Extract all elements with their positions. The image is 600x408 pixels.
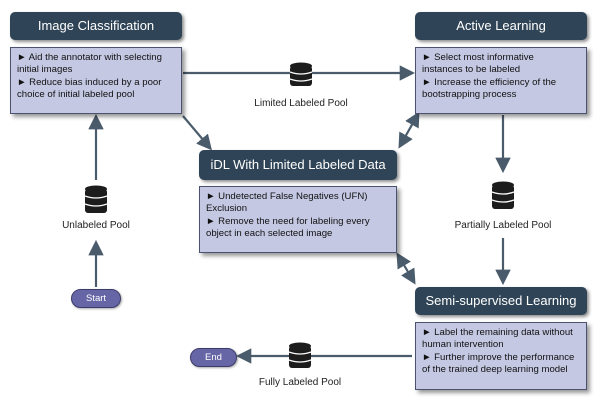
database-icon [288,342,312,368]
image-classification-card: Image Classification ► Aid the annotator… [10,12,182,114]
card-body: ► Label the remaining data without human… [415,322,587,390]
body-line: ► Further improve the performance [422,351,575,363]
active-learning-card: Active Learning ► Select most informativ… [415,12,587,114]
unlabeled-pool-label: Unlabeled Pool [62,220,130,231]
body-line: object in each selected image [206,228,333,240]
arrow-al-idl [398,111,420,149]
body-line: of the trained deep learning model [422,364,568,376]
card-title: iDL With Limited Labeled Data [199,150,397,180]
end-button[interactable]: End [190,348,237,367]
body-line: initial images [17,64,73,76]
body-line: instances to be labeled [422,64,521,76]
fully-labeled-pool-label: Fully Labeled Pool [258,377,342,388]
body-line: human intervention [422,339,504,351]
semi-supervised-learning-card: Semi-supervised Learning ► Label the rem… [415,287,587,390]
database-icon [491,181,515,209]
body-line: choice of initial labeled pool [17,89,135,101]
card-title: Active Learning [415,12,587,40]
body-line: ► Aid the annotator with selecting [17,52,162,63]
idl-limited-labeled-data-card: iDL With Limited Labeled Data ► Undetect… [199,150,397,253]
arrow-idl-ssl [396,252,416,285]
start-button[interactable]: Start [71,289,121,308]
database-icon [289,62,313,86]
arrow-ic-to-idl [182,115,212,151]
database-icon [84,185,108,213]
limited-labeled-pool-label: Limited Labeled Pool [254,98,348,109]
card-title: Semi-supervised Learning [415,287,587,315]
body-line: ► Label the remaining data without [422,327,573,338]
card-body: ► Aid the annotator with selecting initi… [10,47,182,114]
card-body: ► Undetected False Negatives (UFN) Exclu… [199,186,397,253]
body-line: ► Select most informative [422,52,534,63]
card-title: Image Classification [10,12,182,40]
body-line: ► Undetected False Negatives (UFN) [206,191,368,202]
body-line: ► Increase the efficiency of the [422,76,557,88]
partially-labeled-pool-label: Partially Labeled Pool [454,220,552,231]
card-body: ► Select most informative instances to b… [415,47,587,114]
body-line: ► Remove the need for labeling every [206,215,370,227]
body-line: bootstrapping process [422,89,517,101]
body-line: ► Reduce bias induced by a poor [17,76,162,88]
body-line: Exclusion [206,203,248,215]
